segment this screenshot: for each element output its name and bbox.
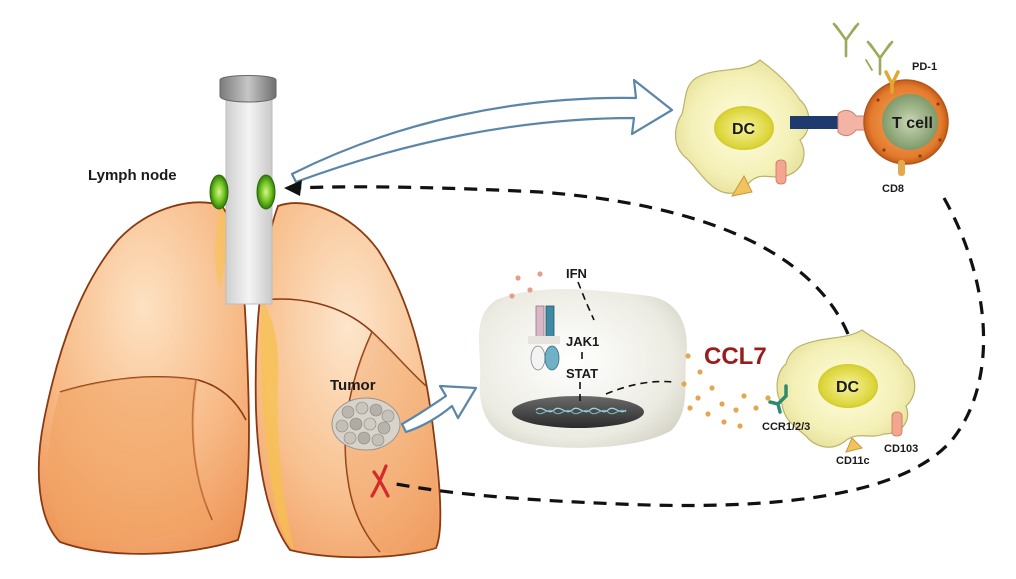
migration-arrow-icon <box>290 78 674 184</box>
lymph-node-right <box>256 174 276 210</box>
trachea <box>219 75 277 305</box>
dc-top-nucleus <box>714 106 774 150</box>
tumor-mass <box>331 397 401 451</box>
cd8-label: CD8 <box>882 183 904 195</box>
dc-top-label: DC <box>732 121 756 138</box>
stat-label: STAT <box>566 366 598 381</box>
blocked-x-icon <box>370 464 390 498</box>
dc-bottom-nucleus <box>818 364 878 408</box>
ifn-dot <box>527 287 533 293</box>
t-cell: T cell CD8 PD-1 <box>863 61 949 195</box>
dc-top-receptor-stem <box>775 159 787 185</box>
mhc-bar <box>790 116 838 129</box>
pd1-receptor <box>884 70 900 94</box>
nucleus-dna-band <box>512 396 644 428</box>
lungs <box>37 201 442 559</box>
dc-to-lymph-node-arrowhead <box>284 180 302 196</box>
cd11c-label: CD11c <box>836 455 870 467</box>
ifn-receptor-left <box>535 305 545 341</box>
t-cell-speckle <box>936 102 940 106</box>
t-cell-label: T cell <box>892 115 933 132</box>
t-cell-nucleus <box>882 94 938 150</box>
t-cell-speckle <box>882 148 886 152</box>
ccr-receptor <box>768 384 788 414</box>
ccl7-label: CCL7 <box>704 343 767 370</box>
trachea-cap <box>219 75 277 103</box>
ccr-label: CCR1/2/3 <box>762 421 810 433</box>
ccl7-dots <box>681 353 771 429</box>
t-cell-speckle <box>938 138 942 142</box>
jak1-label: JAK1 <box>566 334 599 349</box>
cd103-label: CD103 <box>884 443 918 455</box>
tumor-cell-zoom: IFN JAK1 STAT <box>478 266 687 448</box>
ifn-label: IFN <box>566 266 587 281</box>
ifn-dot <box>509 293 515 299</box>
tumor-label: Tumor <box>330 377 376 394</box>
left-lung-shade <box>48 376 212 543</box>
right-lung-yellow-edge <box>260 300 294 550</box>
right-lung <box>254 202 442 559</box>
zoom-arrow-icon <box>400 384 478 434</box>
tcell-to-tumor-path <box>395 197 986 508</box>
dc-to-lymph-node-path <box>295 185 850 335</box>
jak-right <box>544 345 560 371</box>
dc-top-foot <box>730 174 753 197</box>
cd11c-marker <box>845 437 863 453</box>
lymph-node-label: Lymph node <box>88 167 177 184</box>
left-lung-inner-edge <box>214 206 228 290</box>
membrane-patch <box>528 336 560 344</box>
cd103-marker <box>891 411 903 437</box>
cd8-stalk <box>898 160 905 176</box>
ifn-dot <box>515 275 521 281</box>
ifn-dot <box>537 271 543 277</box>
lymph-node-left <box>209 174 229 210</box>
t-cell-speckle <box>876 98 880 102</box>
right-lung-lobe-line <box>261 298 427 387</box>
dc-bottom-label: DC <box>836 379 860 396</box>
t-cell-speckle <box>918 154 922 158</box>
dna-strand-2 <box>535 409 627 415</box>
dc-top-cell: DC <box>674 59 887 197</box>
right-lung-lobe-line-2 <box>344 331 381 553</box>
ifn-receptor-right <box>545 305 555 341</box>
right-lung-lower-shade <box>345 332 438 554</box>
antibody-icon <box>832 22 894 76</box>
dc-bottom-cell: DC CCR1/2/3 CD11c CD103 <box>762 329 918 467</box>
ccl7-release-path <box>605 380 675 395</box>
jak-left <box>530 345 546 371</box>
pd1-label: PD-1 <box>912 61 937 73</box>
